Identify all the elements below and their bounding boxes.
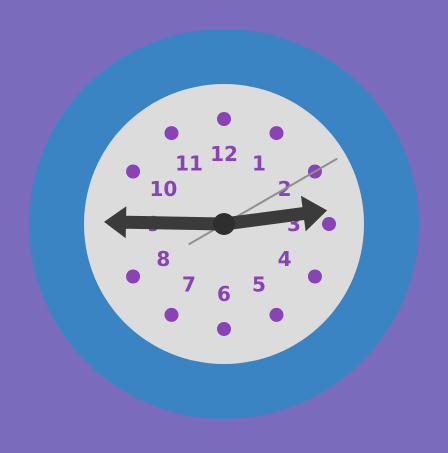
hour-dot [217, 112, 231, 126]
numeral-4: 4 [278, 247, 292, 271]
numeral-5: 5 [252, 273, 266, 297]
hour-dot [126, 269, 141, 284]
center-hub [213, 213, 235, 235]
hour-dot [269, 307, 284, 322]
hour-dot [307, 269, 322, 284]
numeral-8: 8 [156, 247, 170, 271]
hour-dot [164, 126, 179, 141]
numeral-12: 12 [210, 142, 238, 166]
numeral-10: 10 [149, 177, 177, 201]
hour-hand [217, 195, 328, 232]
hour-dot [126, 164, 141, 179]
minute-hand [104, 206, 231, 239]
numeral-1: 1 [252, 151, 266, 175]
hour-dot [269, 126, 284, 141]
hour-dot [164, 307, 179, 322]
numeral-6: 6 [217, 282, 231, 306]
hour-dot [217, 322, 231, 336]
numeral-11: 11 [175, 151, 203, 175]
hour-numerals: 12 1 2 3 4 5 6 7 8 9 10 11 [147, 142, 301, 306]
hour-dot [322, 217, 336, 231]
numeral-7: 7 [182, 273, 196, 297]
